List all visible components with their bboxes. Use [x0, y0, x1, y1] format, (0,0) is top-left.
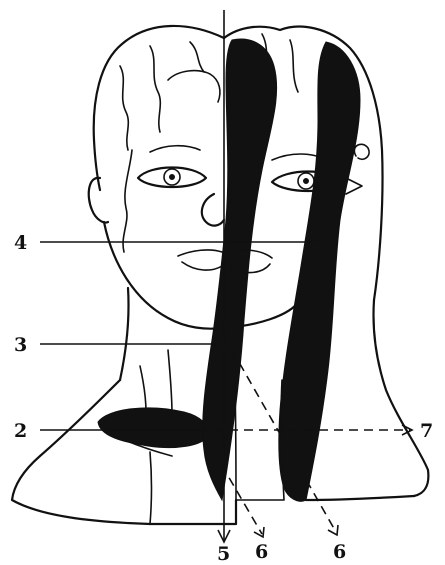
left-eyebrow — [150, 146, 200, 152]
clavicle-shaded-region — [98, 408, 209, 448]
left-neck-line-2 — [140, 366, 146, 412]
right-eye-corner — [346, 178, 362, 194]
left-cheek-line — [123, 150, 132, 252]
callout-4: 4 — [14, 232, 27, 254]
dashed-leader-6-left-arrowhead — [254, 527, 264, 537]
left-shoulder — [12, 380, 150, 524]
callout-6-right: 6 — [333, 541, 346, 563]
left-jaw — [104, 222, 222, 329]
left-nose — [202, 194, 224, 226]
right-bust-base — [306, 496, 414, 500]
left-hair-strand-4 — [190, 42, 204, 72]
callout-5: 5 — [217, 543, 230, 565]
right-neck-outline — [374, 300, 429, 496]
right-hair-illustration — [203, 27, 429, 524]
right-eye-pupil — [304, 179, 309, 184]
right-bust-panel — [234, 356, 284, 500]
left-neck-outline — [120, 288, 129, 380]
left-hair-strand-2 — [150, 46, 160, 132]
left-hair-strand-3 — [168, 71, 220, 102]
right-temple-curl — [354, 144, 369, 159]
callout-3: 3 — [14, 334, 27, 356]
left-eye-pupil — [170, 175, 175, 180]
callout-6-left: 6 — [255, 541, 268, 563]
left-neck-line-1 — [168, 350, 172, 414]
left-lips — [178, 250, 222, 270]
callout-2: 2 — [14, 420, 27, 442]
left-hair-strand-1 — [120, 66, 128, 150]
left-face-illustration — [12, 26, 224, 524]
right-hair-dark-band-2 — [279, 42, 360, 501]
callout-7: 7 — [420, 420, 433, 442]
right-hair-strand-1 — [290, 40, 298, 92]
left-skull-outline — [94, 26, 224, 190]
